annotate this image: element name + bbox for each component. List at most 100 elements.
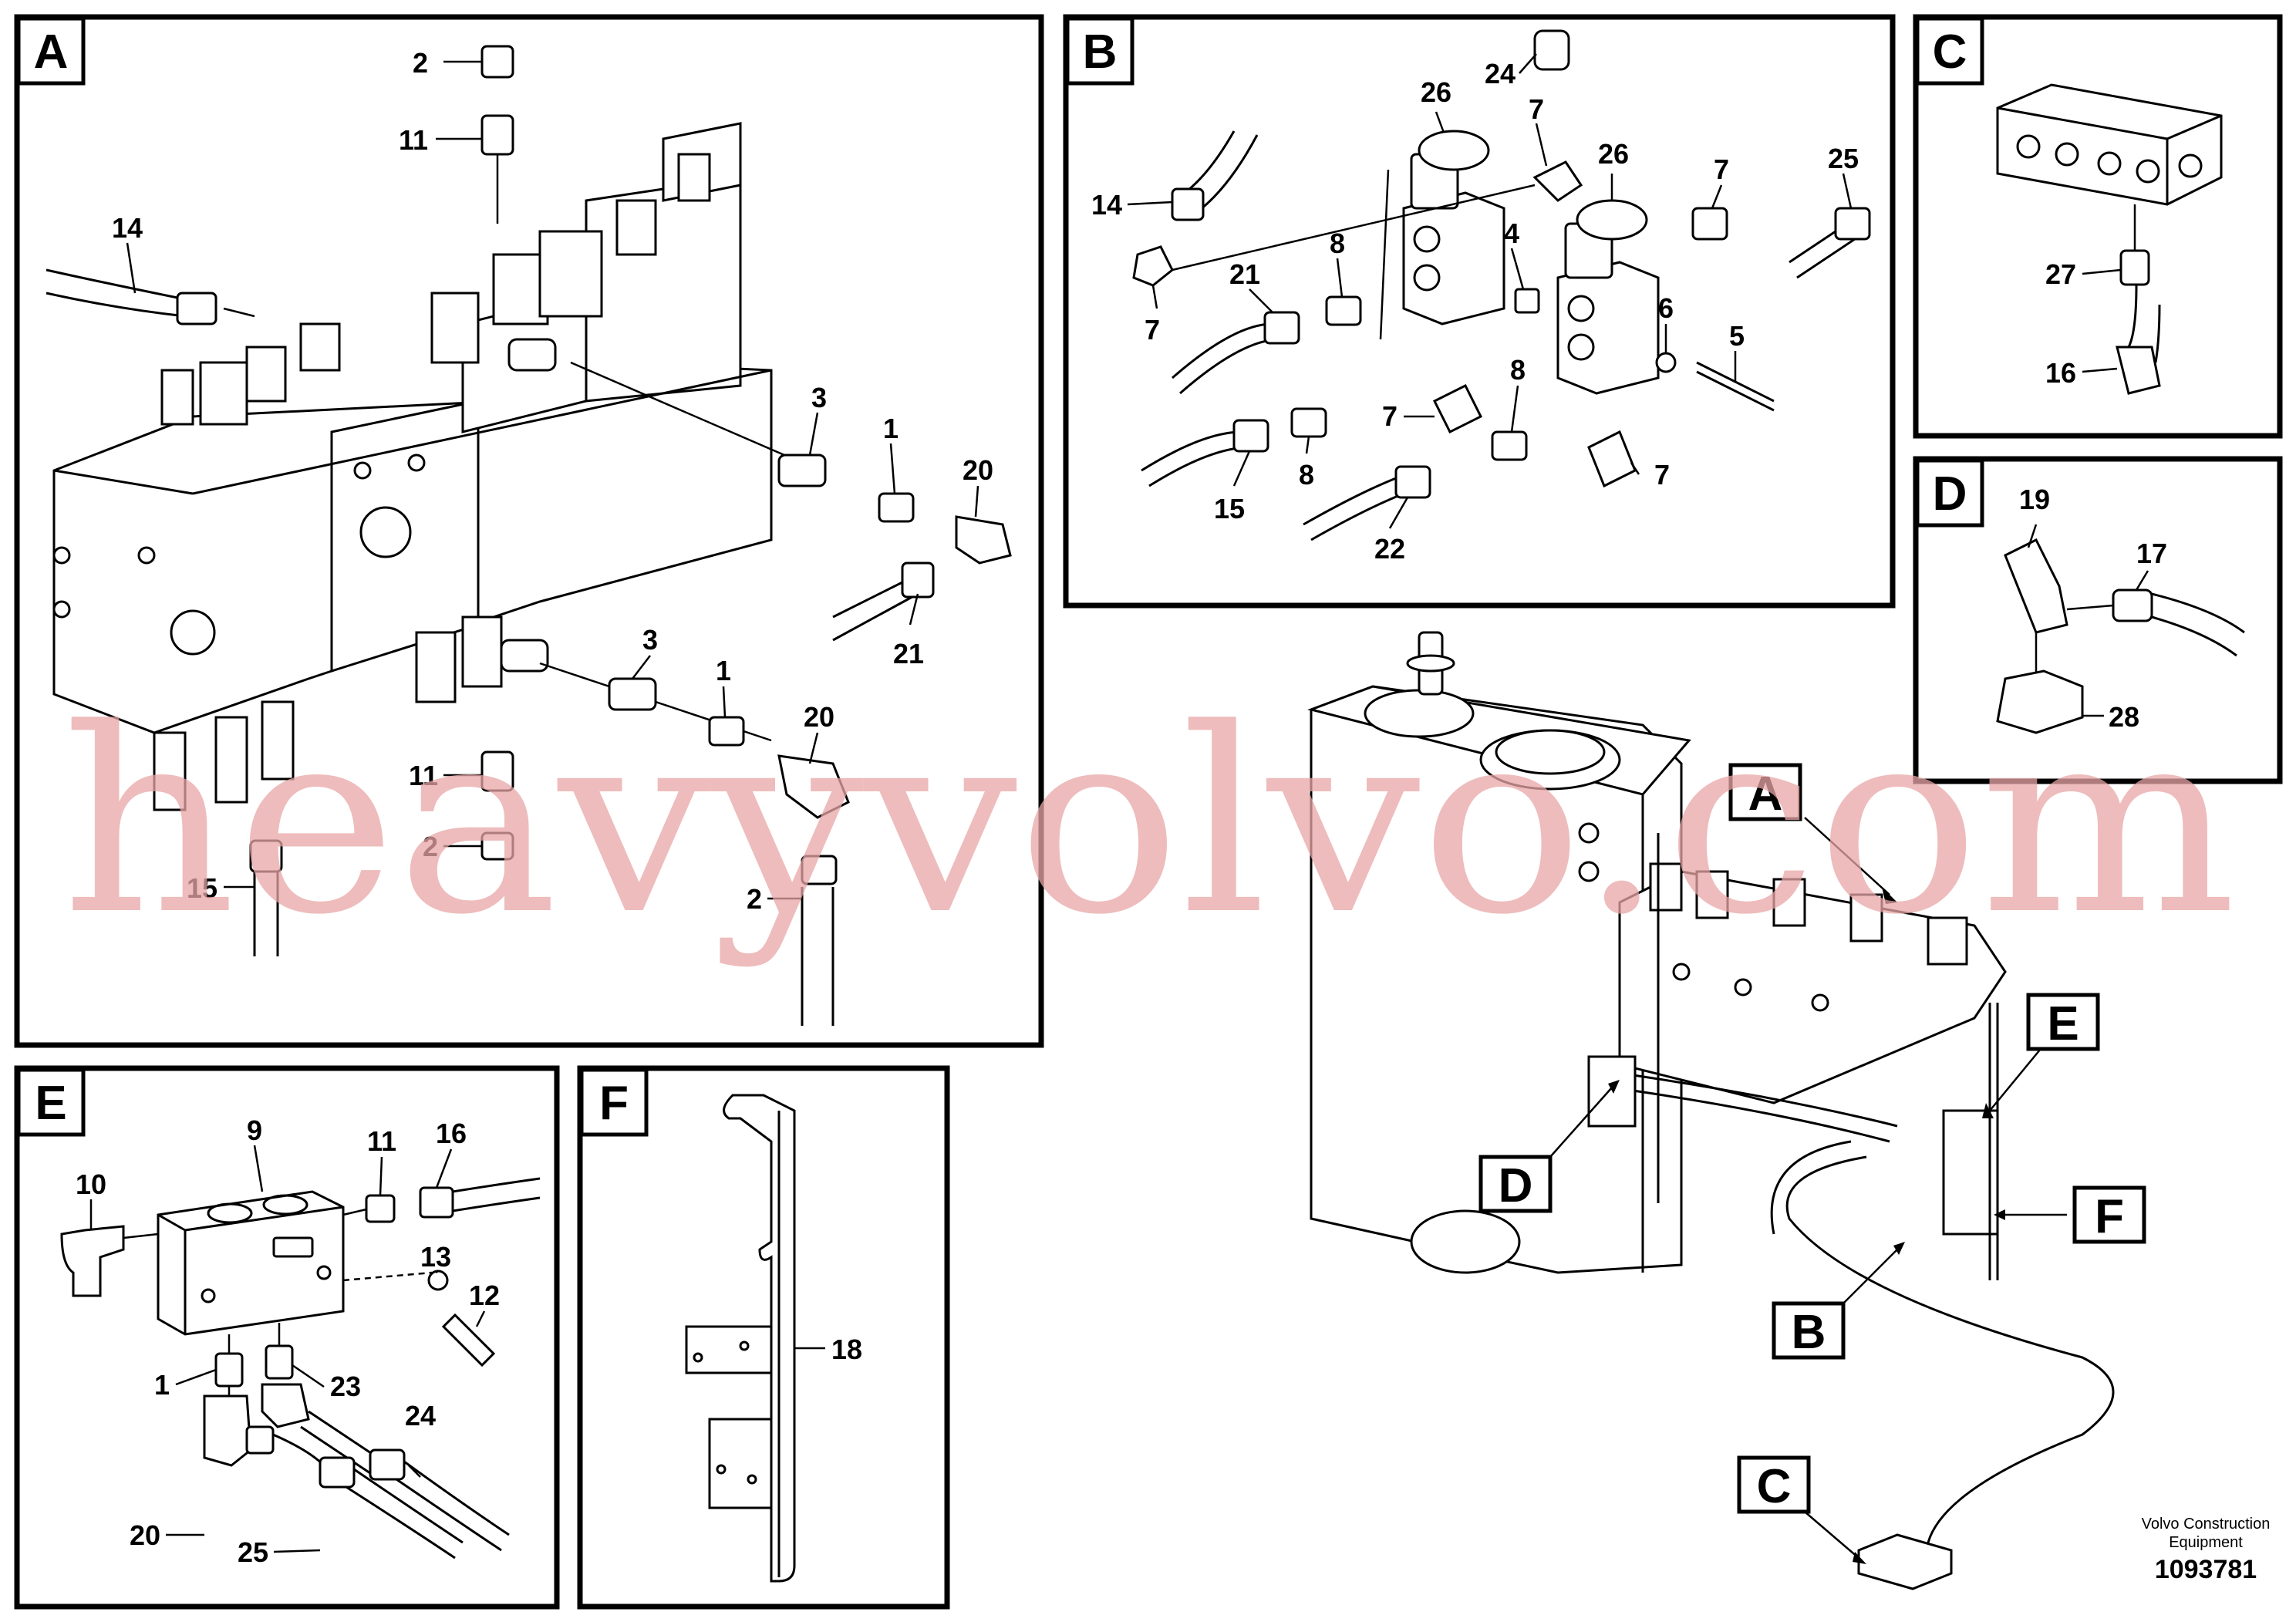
panel-e-tag: [16, 1067, 86, 1137]
overview-tag-b: [1772, 1301, 1846, 1360]
overview-tag-b-letter: B: [1792, 1306, 1826, 1359]
overview-tag-f: [2072, 1185, 2146, 1244]
panel-c-tag: [1915, 16, 1984, 86]
adapter-23: [265, 1344, 294, 1380]
nipple-11-bottom: [480, 750, 514, 792]
solenoid-valve-left: [1402, 130, 1505, 325]
overview-valve: [1618, 862, 2007, 1104]
callout-b-7-left: 7: [1145, 314, 1160, 346]
callout-e-12: 12: [469, 1280, 500, 1311]
tee-19: [2004, 538, 2068, 634]
panel-b-tag: [1065, 16, 1135, 86]
panel-e-frame: [14, 1065, 560, 1610]
credit-line-2: Equipment: [2169, 1534, 2243, 1551]
elbow-7-bottom: [1587, 430, 1637, 488]
callout-b-4: 4: [1504, 218, 1519, 249]
callout-d-19: 19: [2019, 484, 2050, 515]
callout-e-24: 24: [405, 1400, 436, 1431]
callout-b-7-bottom: 7: [1654, 459, 1670, 491]
panel-d-letter: D: [1933, 467, 1967, 521]
callout-a-20-lower: 20: [804, 701, 834, 733]
hose-end-16: [419, 1186, 454, 1219]
machine-overview: A E D F B C: [1307, 631, 2146, 1590]
panel-a-frame: [14, 14, 1044, 1048]
callout-f-18: 18: [831, 1334, 862, 1365]
overview-tag-a-letter: A: [1748, 767, 1783, 821]
callout-b-22: 22: [1374, 533, 1405, 565]
overview-tag-e-letter: E: [2047, 997, 2079, 1050]
callout-a-3-upper: 3: [811, 382, 827, 413]
elbow-20: [955, 515, 1012, 565]
callout-e-16: 16: [436, 1118, 467, 1149]
callout-e-20: 20: [130, 1519, 160, 1551]
callout-e-25: 25: [238, 1536, 268, 1568]
washer-6: [1655, 352, 1677, 373]
panel-e-letter: E: [35, 1077, 66, 1130]
adapter-3: [777, 454, 827, 487]
nipple-1-e: [214, 1352, 244, 1388]
panel-b: B: [1063, 14, 1896, 609]
tee-20: [203, 1394, 252, 1467]
callout-b-21: 21: [1229, 258, 1260, 290]
callout-a-3-lower: 3: [642, 624, 658, 656]
callout-a-14: 14: [112, 212, 143, 244]
callout-b-15: 15: [1214, 493, 1245, 524]
overview-tag-f-letter: F: [2095, 1190, 2124, 1243]
callout-a-2-hose: 2: [747, 883, 762, 915]
callout-b-14: 14: [1091, 189, 1122, 221]
elbow-16: [2116, 346, 2161, 395]
callout-b-8-lower: 8: [1299, 459, 1314, 491]
elbow-7-mid: [1432, 383, 1483, 434]
panel-c-frame: [1913, 14, 2283, 439]
elbow-7-right: [1691, 207, 1728, 241]
elbow-10: [60, 1225, 125, 1297]
overview-tag-e: [2026, 993, 2100, 1051]
nipple-8-lower: [1290, 407, 1327, 438]
plug-4: [1514, 288, 1540, 314]
lower-fitting-chain: [500, 639, 850, 1026]
overview-bracket-d: [1587, 1055, 1637, 1128]
elbow-7-left: [1132, 245, 1174, 287]
callout-b-7-right: 7: [1714, 153, 1729, 185]
panel-c-letter: C: [1933, 25, 1967, 79]
callout-c-16: 16: [2045, 357, 2076, 389]
panel-d: D 19 17 28: [1913, 456, 2283, 784]
callout-b-26-right: 26: [1598, 138, 1629, 170]
callout-b-7-upper: 7: [1529, 93, 1544, 125]
upper-fitting-chain: [507, 338, 1012, 642]
panel-f-frame: [577, 1065, 950, 1610]
callout-b-25: 25: [1828, 143, 1859, 174]
hose-14: [46, 268, 255, 325]
plug-2-top: [480, 45, 514, 79]
callout-a-11-bottom: 11: [409, 760, 438, 791]
overview-tag-d-letter: D: [1499, 1159, 1533, 1212]
tee-28: [1996, 669, 2084, 734]
panel-f-tag: [579, 1067, 649, 1137]
hoses-b: [1141, 130, 1871, 541]
callout-a-11-top: 11: [399, 124, 428, 156]
washer-13: [427, 1270, 449, 1291]
callout-d-17: 17: [2136, 538, 2167, 569]
overview-manifold-c: [1857, 1533, 1953, 1590]
callout-a-15: 15: [187, 872, 217, 904]
callout-a-21: 21: [893, 638, 924, 669]
callout-b-5: 5: [1729, 320, 1745, 352]
panel-e: E: [14, 1065, 560, 1610]
panel-b-letter: B: [1083, 25, 1118, 79]
callout-b-8-right: 8: [1510, 354, 1526, 386]
panel-a-tag: [16, 16, 86, 86]
callout-b-8-upper: 8: [1330, 228, 1345, 259]
bracket-18: [685, 1094, 796, 1583]
callout-e-9: 9: [247, 1114, 262, 1146]
nipple-1: [878, 492, 915, 523]
panel-a-letter: A: [34, 25, 69, 79]
callout-b-7-mid: 7: [1382, 400, 1397, 432]
elbow-7-upper: [1532, 160, 1583, 202]
panel-c: C 27 16: [1913, 14, 2283, 439]
credit-line-1: Volvo Construction: [2142, 1516, 2271, 1533]
nipple-11-top: [480, 114, 514, 156]
connector-24: [1533, 29, 1570, 71]
callout-e-10: 10: [76, 1168, 106, 1200]
callout-e-13: 13: [420, 1241, 451, 1273]
